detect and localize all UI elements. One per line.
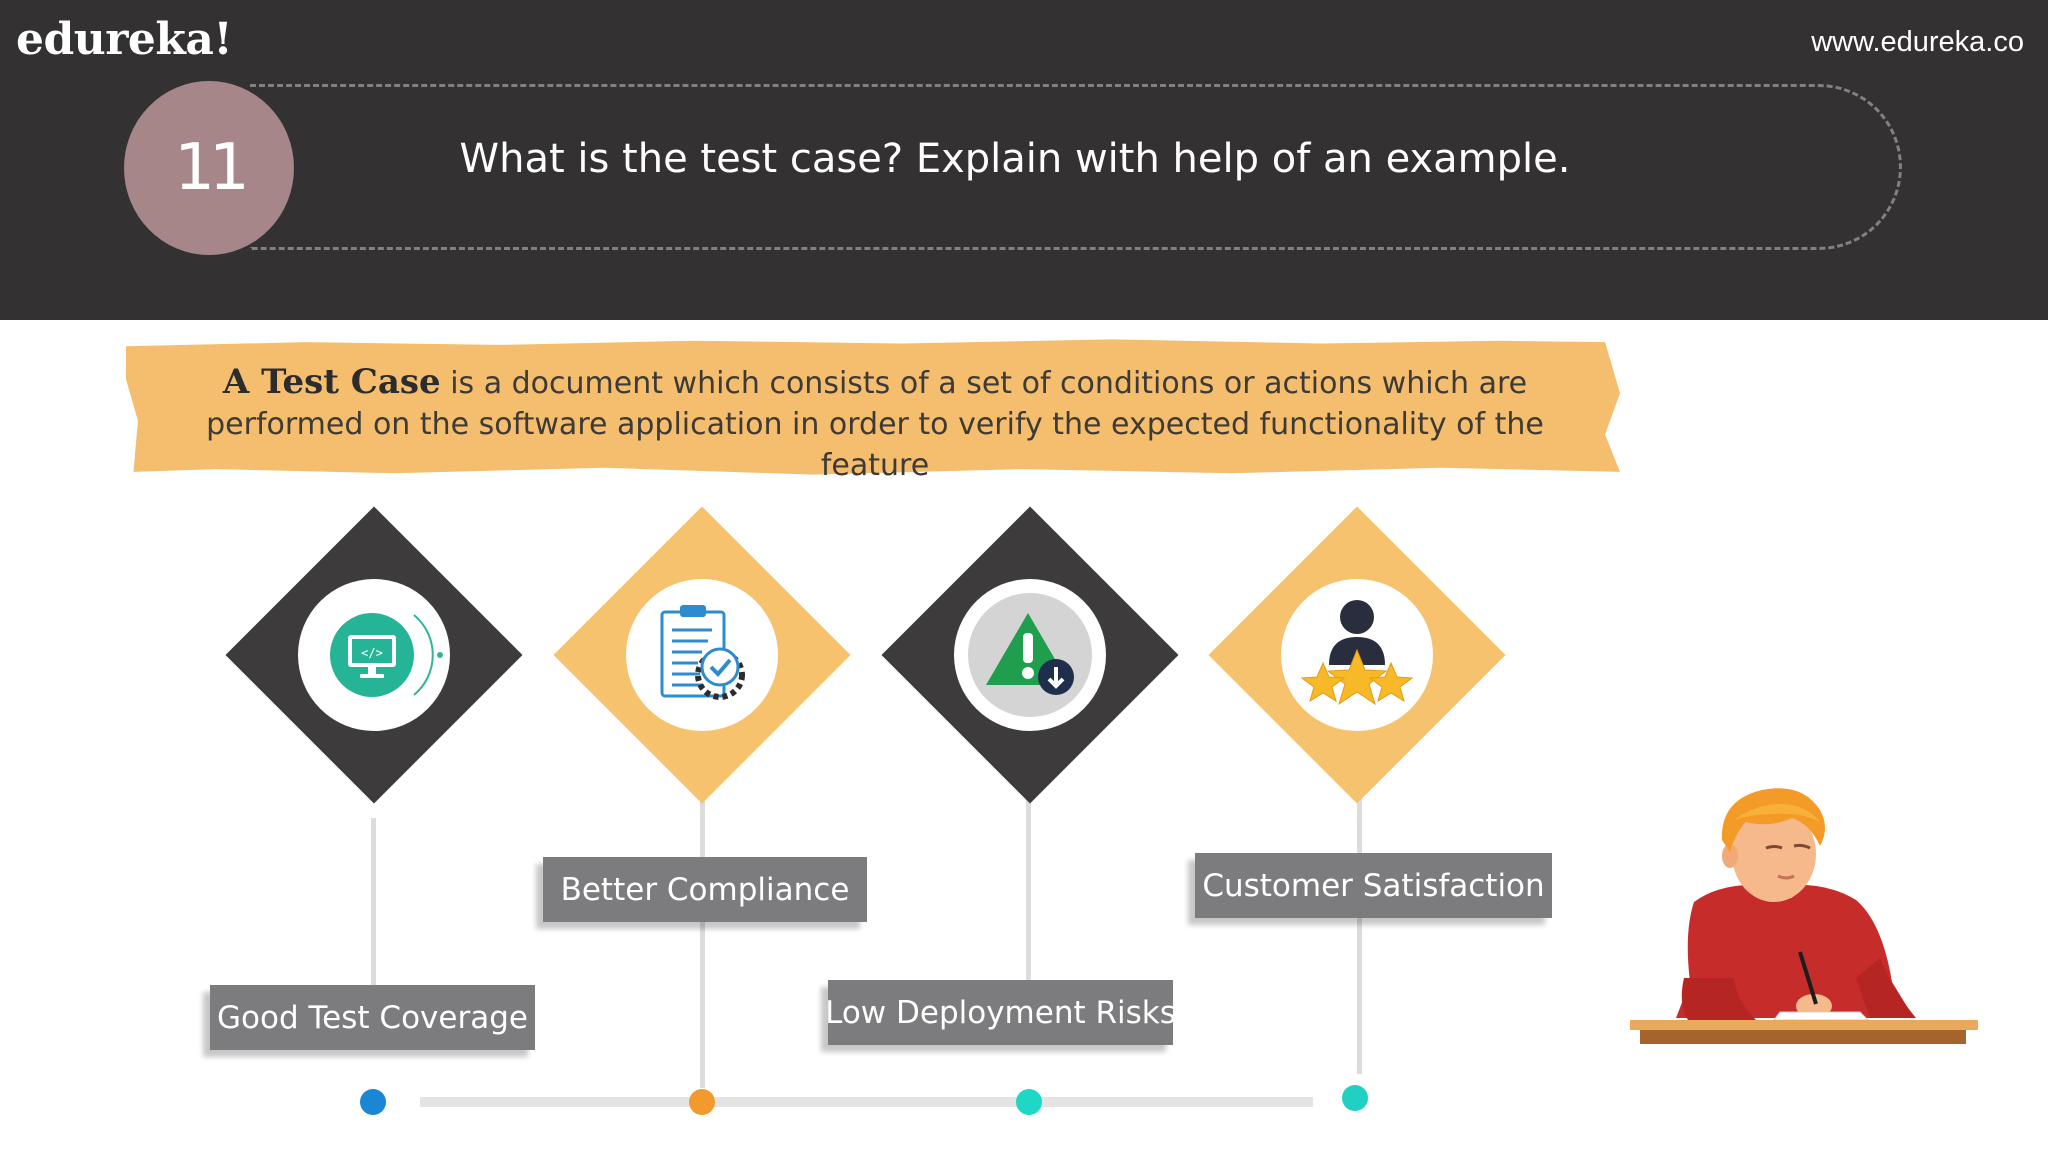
benefit-diamond-3: [880, 505, 1180, 805]
benefit-diamond-1: </>: [224, 505, 524, 805]
person-writing-illustration: [1630, 788, 1978, 1044]
svg-text:</>: </>: [361, 646, 383, 660]
question-number-badge: 11: [124, 81, 294, 255]
warning-download-icon: [968, 593, 1092, 717]
edureka-logo: edureka!: [16, 14, 233, 65]
definition-body: is a document which consists of a set of…: [206, 366, 1544, 483]
label-better-compliance: Better Compliance: [543, 857, 867, 922]
question-title: What is the test case? Explain with help…: [459, 136, 1571, 182]
label-customer-satisfaction: Customer Satisfaction: [1195, 853, 1552, 918]
timeline-dot-2: [689, 1089, 715, 1115]
connector-line-1: [371, 818, 376, 990]
label-low-deployment-risks: Low Deployment Risks: [825, 980, 1176, 1045]
connector-line-4: [1357, 798, 1362, 1074]
timeline-dot-1: [360, 1089, 386, 1115]
monitor-code-icon: </>: [330, 613, 443, 697]
benefit-diamond-4: [1207, 505, 1507, 805]
timeline-base: [420, 1097, 1313, 1107]
question-pill-outline: [250, 84, 1902, 250]
definition-term: A Test Case: [222, 362, 441, 402]
connector-line-2: [700, 798, 705, 1088]
header-band: [0, 0, 2048, 320]
website-url[interactable]: www.edureka.co: [1811, 26, 2024, 58]
timeline-dot-4: [1342, 1085, 1368, 1111]
user-stars-icon: [1300, 600, 1414, 706]
benefit-diamond-2: [552, 505, 852, 805]
timeline-dot-3: [1016, 1089, 1042, 1115]
clipboard-gear-icon: [660, 605, 745, 700]
definition-text: A Test Case is a document which consists…: [160, 362, 1590, 486]
definition-banner: [126, 339, 1620, 475]
label-good-test-coverage: Good Test Coverage: [210, 985, 535, 1050]
connector-line-3: [1026, 798, 1031, 982]
